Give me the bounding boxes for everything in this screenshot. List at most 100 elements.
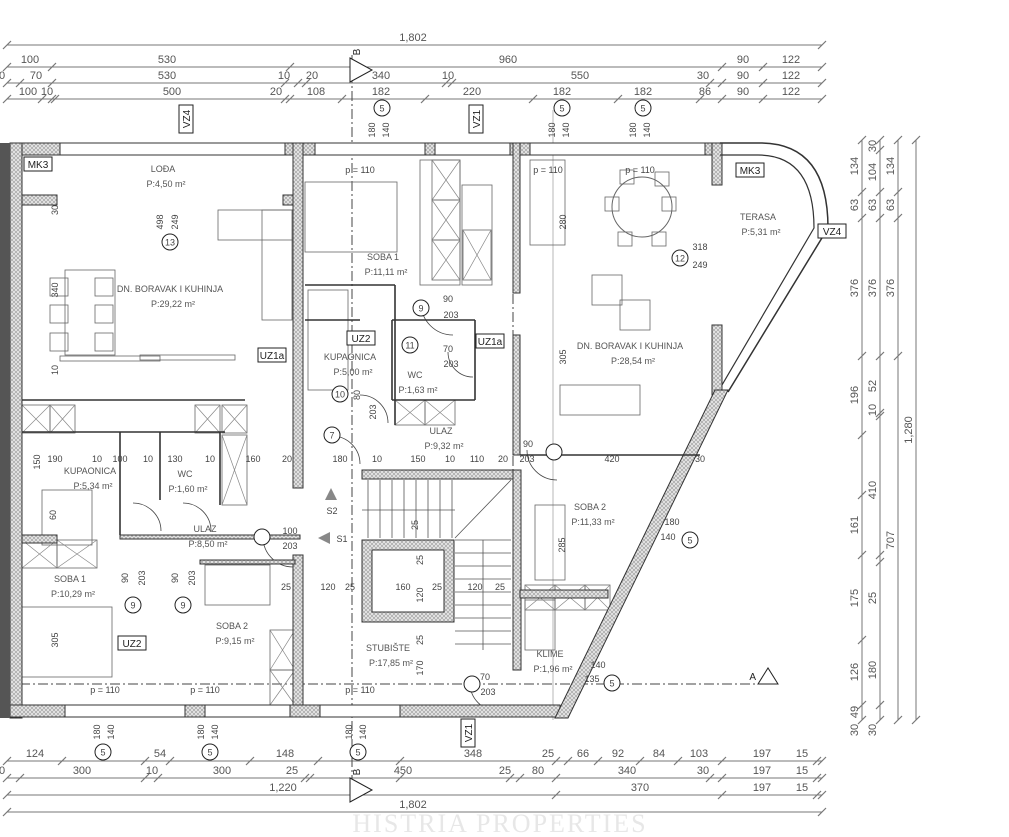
interior-dimension: 110 bbox=[470, 454, 484, 464]
interior-dimension: 120 bbox=[320, 582, 335, 592]
dimension-label: 100 bbox=[19, 86, 37, 98]
tag-label: UZ2 bbox=[117, 635, 147, 651]
element-mark-number: 9 bbox=[418, 304, 423, 314]
cabinet bbox=[194, 404, 221, 434]
bed bbox=[304, 181, 398, 253]
wall bbox=[199, 559, 296, 565]
interior-dimension: 498 bbox=[155, 214, 165, 229]
dimension-tick bbox=[857, 351, 867, 361]
dimension-tick bbox=[313, 756, 323, 766]
element-mark bbox=[634, 99, 652, 117]
cabinet bbox=[431, 239, 461, 281]
element-mark-number: 12 bbox=[675, 254, 685, 264]
dimension-tick bbox=[300, 773, 310, 783]
dimension-label: 92 bbox=[612, 748, 624, 760]
dimension-label: 1,220 bbox=[269, 782, 297, 794]
dimension-label: 10 bbox=[146, 765, 158, 777]
dimension-tick bbox=[2, 40, 12, 50]
interior-dimension: 180 bbox=[367, 122, 377, 137]
dimension-label: 197 bbox=[753, 765, 771, 777]
wall bbox=[519, 589, 609, 599]
staircase bbox=[361, 479, 512, 650]
interior-dimension: 20 bbox=[282, 454, 292, 464]
dimension-label: 182 bbox=[553, 86, 571, 98]
interior-dimension: 140 bbox=[590, 660, 605, 670]
dimension-label: 20 bbox=[270, 86, 282, 98]
dimension-tick bbox=[717, 62, 727, 72]
dimension-label: 25 bbox=[286, 765, 298, 777]
dimension-label: 450 bbox=[394, 765, 412, 777]
dimension-tick bbox=[2, 756, 12, 766]
room-name: WC bbox=[408, 370, 423, 380]
element-mark-number: 9 bbox=[180, 601, 185, 611]
interior-dimension: 10 bbox=[445, 454, 455, 464]
tag-box bbox=[178, 104, 194, 134]
chair bbox=[49, 332, 69, 352]
dimension-label: 376 bbox=[885, 279, 897, 297]
chair bbox=[94, 332, 114, 352]
dimension-tick bbox=[857, 700, 867, 710]
dimension-tick bbox=[515, 773, 525, 783]
element-mark-number: 5 bbox=[640, 104, 645, 114]
interior-dimension: 160 bbox=[245, 454, 260, 464]
dimension-tick bbox=[551, 790, 561, 800]
dimension-tick bbox=[2, 62, 12, 72]
tag-box bbox=[817, 223, 847, 239]
window bbox=[204, 704, 291, 718]
interior-dimension: 100 bbox=[282, 526, 297, 536]
interior-dimension: 25 bbox=[345, 582, 355, 592]
dimension-label: 15 bbox=[796, 765, 808, 777]
dimension-tick bbox=[875, 411, 885, 421]
cabinet-cross bbox=[221, 404, 248, 434]
dimension-tick bbox=[875, 145, 885, 155]
room-name: KUPAONICA bbox=[324, 352, 376, 362]
dimension-tick bbox=[551, 773, 561, 783]
section-label-b: B bbox=[352, 48, 363, 55]
dimension-label: 49 bbox=[849, 706, 861, 718]
parapet-height: p = 110 bbox=[345, 685, 375, 695]
dimension-tick bbox=[812, 790, 822, 800]
section-label-b: B bbox=[352, 768, 363, 775]
cabinet-cross bbox=[431, 239, 461, 281]
dimension-tick bbox=[695, 94, 705, 104]
room-name: SOBA 1 bbox=[367, 252, 399, 262]
dimension-label: 196 bbox=[849, 386, 861, 404]
cabinet-cross bbox=[269, 669, 296, 706]
dimension-label: 84 bbox=[653, 748, 665, 760]
dimension-label: 530 bbox=[158, 54, 176, 66]
chair bbox=[604, 196, 620, 212]
dimension-tick bbox=[857, 213, 867, 223]
section-marker-b-top bbox=[349, 57, 374, 83]
room-area: P:11,11 m² bbox=[365, 267, 408, 277]
dimension-label: 500 bbox=[163, 86, 181, 98]
dimension-tick bbox=[563, 756, 573, 766]
dimension-label: 104 bbox=[867, 163, 879, 181]
tag-text: UZ1a bbox=[260, 351, 285, 362]
dimension-label: 103 bbox=[690, 748, 708, 760]
element-mark-number: 5 bbox=[100, 748, 105, 758]
interior-dimension: 90 bbox=[170, 573, 180, 583]
dimension-tick bbox=[505, 773, 515, 783]
dimension-tick bbox=[817, 94, 827, 104]
interior-dimension: 203 bbox=[443, 359, 458, 369]
door-swing bbox=[359, 394, 389, 424]
tag-box bbox=[23, 156, 53, 172]
dimension-label: 54 bbox=[154, 748, 166, 760]
dimension-tick bbox=[285, 62, 295, 72]
room-name: TERASA bbox=[740, 212, 776, 222]
room-area: P:11,33 m² bbox=[571, 517, 614, 527]
dimension-tick bbox=[153, 773, 163, 783]
dimension-tick bbox=[812, 756, 822, 766]
interior-dimension: 70 bbox=[443, 344, 453, 354]
kitchen-counter bbox=[461, 184, 493, 286]
element-mark bbox=[463, 675, 481, 693]
room-name: SOBA 2 bbox=[216, 621, 248, 631]
dimension-tick bbox=[857, 135, 867, 145]
tag-box bbox=[468, 104, 484, 134]
dimension-tick bbox=[875, 135, 885, 145]
element-mark-number: 5 bbox=[379, 104, 384, 114]
dimension-tick bbox=[57, 756, 67, 766]
dimension-label: 30 bbox=[867, 724, 879, 736]
room-name: ULAZ bbox=[193, 524, 217, 534]
